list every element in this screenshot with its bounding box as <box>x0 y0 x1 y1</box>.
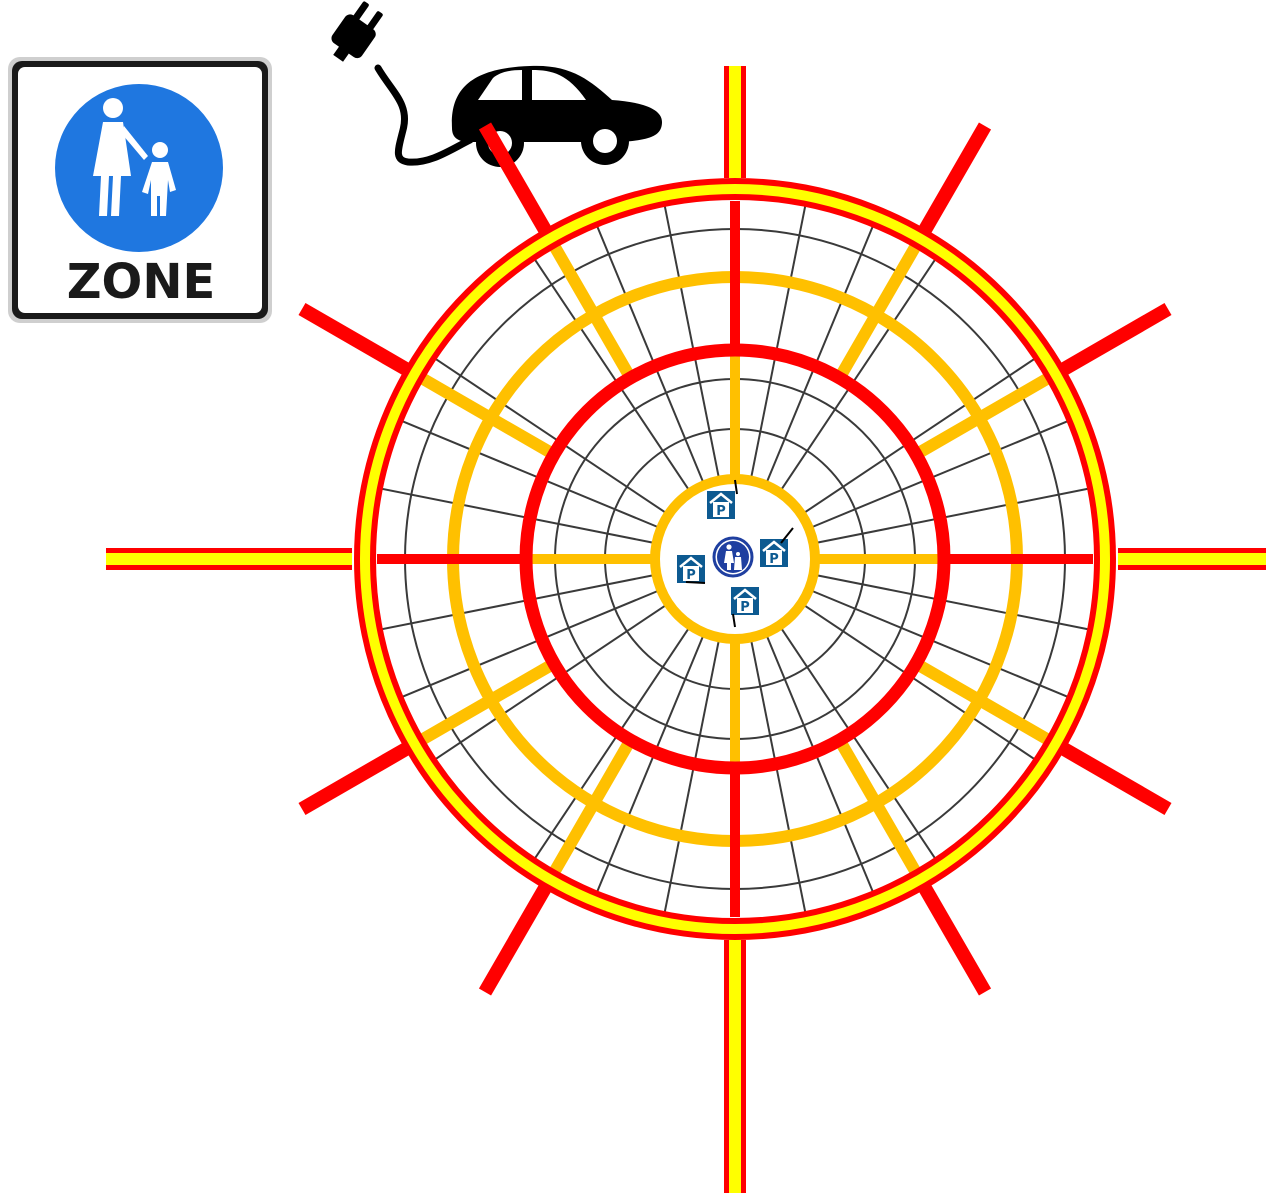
center-icon-child <box>734 557 742 570</box>
parking-label: P <box>740 600 750 615</box>
center-icon-child-head <box>736 552 740 556</box>
parking-label: P <box>769 552 779 567</box>
zone-sign-circle <box>55 84 223 252</box>
parking-garage-icon: P <box>731 587 759 615</box>
external-radial-road <box>1064 309 1168 369</box>
garage-connector <box>686 582 705 583</box>
pedestrian-zone-icon <box>714 538 752 576</box>
zone-sign-label: ZONE <box>67 254 216 310</box>
ring-road-network: P P P P <box>106 66 1266 1193</box>
center-icon-adult-head <box>726 544 731 549</box>
parking-garage-icon: P <box>707 491 735 519</box>
external-radial-road <box>1064 749 1168 809</box>
external-radial-road <box>302 309 406 369</box>
parking-label: P <box>686 568 696 583</box>
parking-garage-icon: P <box>677 555 705 583</box>
external-radial-road <box>925 126 985 230</box>
parking-label: P <box>716 504 726 519</box>
external-radial-road <box>925 888 985 992</box>
external-radial-road <box>302 749 406 809</box>
garage-connector <box>733 614 735 627</box>
external-radial-road <box>485 888 545 992</box>
parking-garage-icon: P <box>760 539 788 567</box>
pedestrian-zone-sign: ZONE <box>8 57 272 323</box>
